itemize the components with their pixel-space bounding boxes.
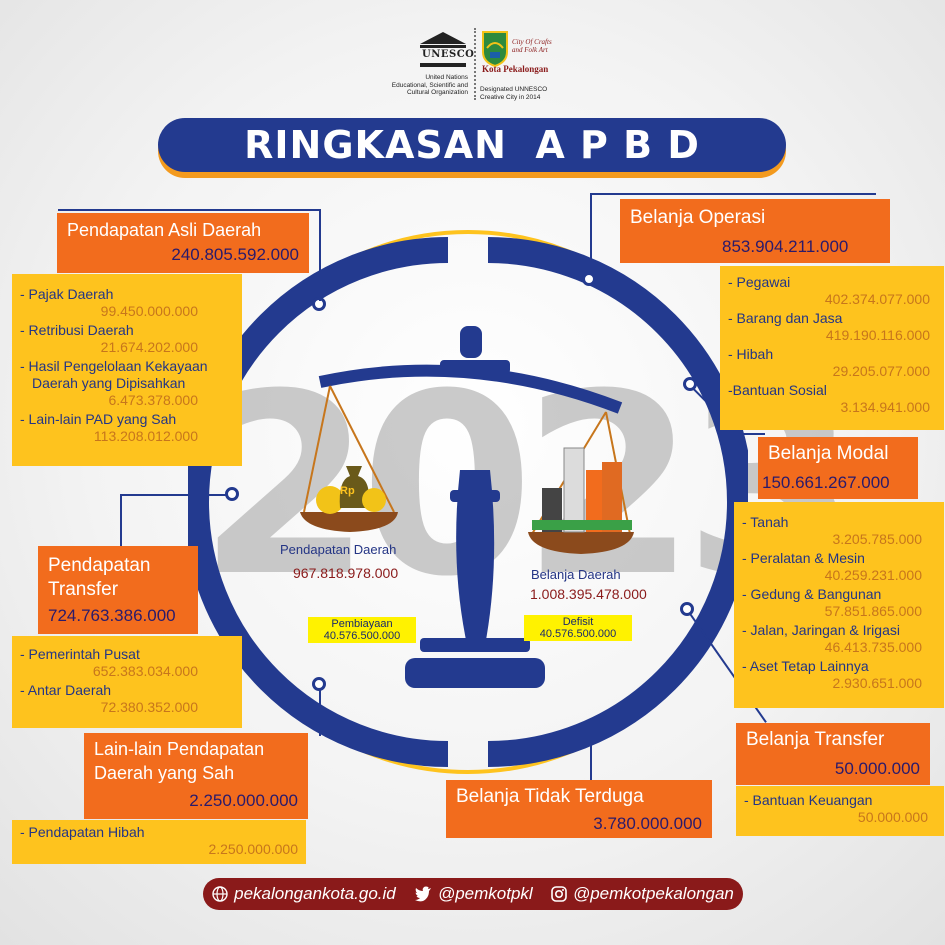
connector-line [120,494,228,496]
belanja-operasi-header: Belanja Operasi 853.904.211.000 [620,199,890,263]
connector-line [58,209,320,211]
money-symbol: Rp [340,485,355,497]
balance-scale-icon [300,326,634,688]
connector-line [590,720,592,790]
page-title: RINGKASAN A P B D [158,118,786,172]
belanja-daerah-value: 1.008.395.478.000 [530,586,647,602]
city-tagline: City Of Crafts and Folk Art [512,38,552,54]
belanja-transfer-detail-box: - Bantuan Keuangan 50.000.000 [736,786,944,836]
footer-website[interactable]: pekalongankota.go.id [212,884,396,904]
unesco-logo: UNESCO [414,30,475,70]
connector-line [319,209,321,301]
belanja-transfer-header: Belanja Transfer 50.000.000 [736,723,930,785]
connector-line [735,433,765,435]
transfer-header: Pendapatan Transfer 724.763.386.000 [38,546,198,634]
logo-divider [474,28,476,100]
connector-line [120,494,122,546]
pendapatan-daerah-value: 967.818.978.000 [293,565,399,581]
city-emblem-icon [480,28,510,68]
connector-line [590,193,592,275]
pad-header: Pendapatan Asli Daerah 240.805.592.000 [57,213,309,273]
instagram-handle[interactable]: @pemkotpekalongan [572,884,734,903]
transfer-detail-box: - Pemerintah Pusat 652.383.034.000 - Ant… [12,636,242,728]
ring-dot [582,272,596,286]
footer-twitter[interactable]: @pemkotpkl [414,884,533,904]
connector-line [319,688,321,736]
instagram-icon [551,886,567,902]
lain-lain-header: Lain-lain Pendapatan Daerah yang Sah 2.2… [84,733,308,819]
city-name: Kota Pekalongan [482,64,549,74]
belanja-daerah-label: Belanja Daerah [531,567,621,582]
globe-icon [212,886,228,902]
defisit-badge: Defisit 40.576.500.000 [524,615,632,641]
pembiayaan-badge: Pembiayaan 40.576.500.000 [308,617,416,643]
website-link[interactable]: pekalongankota.go.id [234,884,396,903]
footer-instagram[interactable]: @pemkotpekalongan [551,884,734,904]
twitter-icon [414,886,431,902]
twitter-handle[interactable]: @pemkotpkl [437,884,533,903]
unesco-word: UNESCO [422,49,475,60]
belanja-tidak-terduga-box: Belanja Tidak Terduga 3.780.000.000 [446,780,712,838]
lain-lain-detail-box: - Pendapatan Hibah 2.250.000.000 [12,820,306,864]
belanja-modal-detail-box: - Tanah 3.205.785.000 - Peralatan & Mesi… [734,502,944,708]
belanja-operasi-detail-box: - Pegawai 402.374.077.000 - Barang dan J… [720,266,944,430]
unesco-caption: United Nations Educational, Scientific a… [391,74,468,96]
footer-bar: pekalongankota.go.id @pemkotpkl @pemkotp… [203,878,743,910]
connector-line [590,193,876,195]
pad-detail-box: - Pajak Daerah 99.450.000.000 - Retribus… [12,274,242,466]
ring-dot [683,377,697,391]
pendapatan-daerah-label: Pendapatan Daerah [280,542,397,557]
designation-caption: Designated UNNESCO Creative City in 2014 [480,86,548,101]
belanja-modal-header: Belanja Modal 150.661.267.000 [758,437,918,499]
